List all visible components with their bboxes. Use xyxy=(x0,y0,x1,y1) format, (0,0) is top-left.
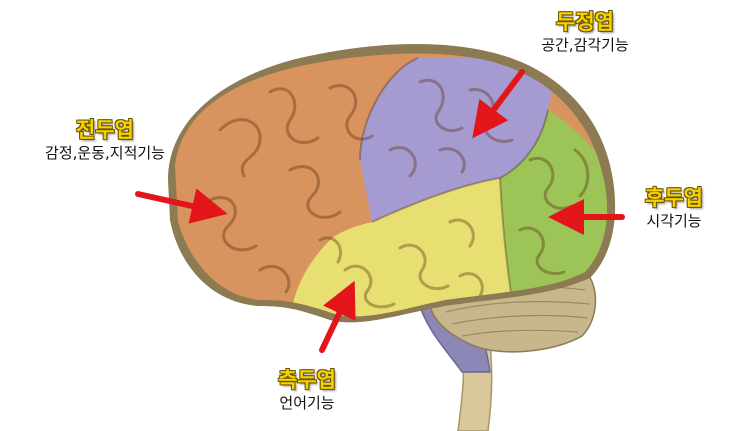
lobe-boundaries xyxy=(359,57,549,301)
parietal-lobe-name: 두정엽 xyxy=(556,10,614,34)
label-occipital-lobe: 후두엽 시각기능 xyxy=(618,186,730,230)
temporal-lobe-function: 언어기능 xyxy=(279,394,335,413)
temporal-lobe-name: 측두엽 xyxy=(278,368,336,392)
parietal-lobe-region xyxy=(360,58,560,222)
occipital-lobe-function: 시각기능 xyxy=(646,212,702,231)
frontal-lobe-function: 감정,운동,지적기능 xyxy=(45,144,165,163)
occipital-lobe-name: 후두엽 xyxy=(645,186,703,210)
label-frontal-lobe: 전두엽 감정,운동,지적기능 xyxy=(5,118,205,162)
arrow-temporal xyxy=(319,280,356,353)
label-parietal-lobe: 두정엽 공간,감각기능 xyxy=(495,10,675,54)
arrow-frontal xyxy=(135,188,228,224)
parietal-lobe-function: 공간,감각기능 xyxy=(541,36,629,55)
label-temporal-lobe: 측두엽 언어기능 xyxy=(248,368,366,412)
frontal-lobe-name: 전두엽 xyxy=(76,118,134,142)
arrow-parietal xyxy=(472,69,525,139)
